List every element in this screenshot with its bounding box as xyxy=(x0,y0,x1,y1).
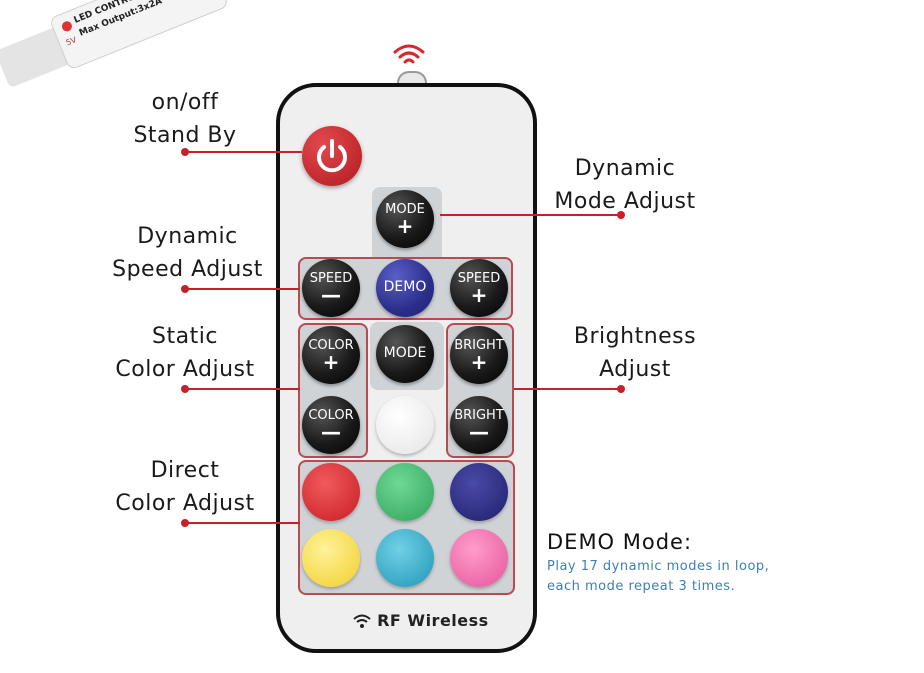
rf-wireless-label: RF Wireless xyxy=(377,611,489,630)
color-minus-label: COLOR xyxy=(308,408,354,423)
speed-plus-label: SPEED xyxy=(457,271,501,286)
label-speed-adjust-1: Dynamic xyxy=(137,224,238,249)
led-controller: LED CONTROLLER Max Output:3x2A 5V xyxy=(0,0,234,89)
mode-button[interactable]: MODE xyxy=(376,325,434,383)
bright-plus-button[interactable]: BRIGHT + xyxy=(450,326,508,384)
leader-mode-adjust xyxy=(440,214,622,216)
bright-plus-sign: + xyxy=(470,350,488,374)
mode-plus-label: MODE xyxy=(385,202,425,217)
white-color-button[interactable] xyxy=(376,396,434,454)
label-direct-color-1: Direct xyxy=(150,458,220,483)
speed-minus-button[interactable]: SPEED — xyxy=(302,259,360,317)
color-plus-sign: + xyxy=(322,350,340,374)
label-static-color: Static Color Adjust xyxy=(110,320,260,386)
label-onoff: on/off Stand By xyxy=(120,86,250,152)
demo-button[interactable]: DEMO xyxy=(376,259,434,317)
color-plus-button[interactable]: COLOR + xyxy=(302,326,360,384)
controller-voltage: 5V xyxy=(64,35,78,48)
leader-static-color-dot xyxy=(181,385,189,393)
bright-minus-label: BRIGHT xyxy=(454,408,504,423)
leader-speed xyxy=(185,288,300,290)
label-static-color-1: Static xyxy=(152,324,218,349)
leader-speed-dot xyxy=(181,285,189,293)
mode-plus-sign: + xyxy=(396,214,414,238)
leader-brightness xyxy=(514,388,622,390)
leader-direct-color xyxy=(185,522,300,524)
mode-plus-button[interactable]: MODE + xyxy=(376,190,434,248)
label-mode-adjust: Dynamic Mode Adjust xyxy=(545,152,705,218)
label-speed-adjust: Dynamic Speed Adjust xyxy=(105,220,270,286)
wifi-signal-icon xyxy=(391,40,427,72)
speed-minus-label: SPEED xyxy=(309,271,353,286)
label-speed-adjust-2: Speed Adjust xyxy=(112,257,263,282)
rf-wireless-icon xyxy=(353,614,371,628)
leader-static-color xyxy=(185,388,300,390)
power-icon xyxy=(317,139,347,173)
bright-minus-sign: — xyxy=(469,420,489,444)
label-onoff-1: on/off xyxy=(151,90,219,115)
cyan-color-button[interactable] xyxy=(376,529,434,587)
leader-onoff-dot xyxy=(181,148,189,156)
speed-plus-button[interactable]: SPEED + xyxy=(450,259,508,317)
label-brightness: Brightness Adjust xyxy=(565,320,705,386)
speed-plus-sign: + xyxy=(470,283,488,307)
label-static-color-2: Color Adjust xyxy=(115,357,255,382)
bright-minus-button[interactable]: BRIGHT — xyxy=(450,396,508,454)
color-minus-button[interactable]: COLOR — xyxy=(302,396,360,454)
label-mode-adjust-1: Dynamic xyxy=(574,156,676,181)
label-brightness-1: Brightness xyxy=(573,324,697,349)
demo-caption-line1: Play 17 dynamic modes in loop, xyxy=(547,559,770,574)
label-brightness-2: Adjust xyxy=(599,357,671,382)
leader-onoff xyxy=(185,151,302,153)
demo-caption-title: DEMO Mode: xyxy=(547,530,693,554)
leader-mode-adjust-dot xyxy=(617,211,625,219)
speed-minus-sign: — xyxy=(321,283,341,307)
demo-caption-line2: each mode repeat 3 times. xyxy=(547,579,736,594)
red-color-button[interactable] xyxy=(302,463,360,521)
demo-label: DEMO xyxy=(383,279,427,295)
navy-color-button[interactable] xyxy=(450,463,508,521)
label-mode-adjust-2: Mode Adjust xyxy=(554,189,696,214)
bright-plus-label: BRIGHT xyxy=(454,338,504,353)
power-button[interactable] xyxy=(302,126,362,186)
green-color-button[interactable] xyxy=(376,463,434,521)
mode-label: MODE xyxy=(383,345,427,361)
label-direct-color-2: Color Adjust xyxy=(115,491,255,516)
color-minus-sign: — xyxy=(321,420,341,444)
leader-brightness-dot xyxy=(617,385,625,393)
yellow-color-button[interactable] xyxy=(302,529,360,587)
rf-wireless: RF Wireless xyxy=(352,610,489,634)
label-direct-color: Direct Color Adjust xyxy=(110,454,260,520)
color-plus-label: COLOR xyxy=(308,338,354,353)
controller-dot-icon xyxy=(60,19,74,33)
label-onoff-2: Stand By xyxy=(133,123,237,148)
leader-direct-color-dot xyxy=(181,519,189,527)
pink-color-button[interactable] xyxy=(450,529,508,587)
